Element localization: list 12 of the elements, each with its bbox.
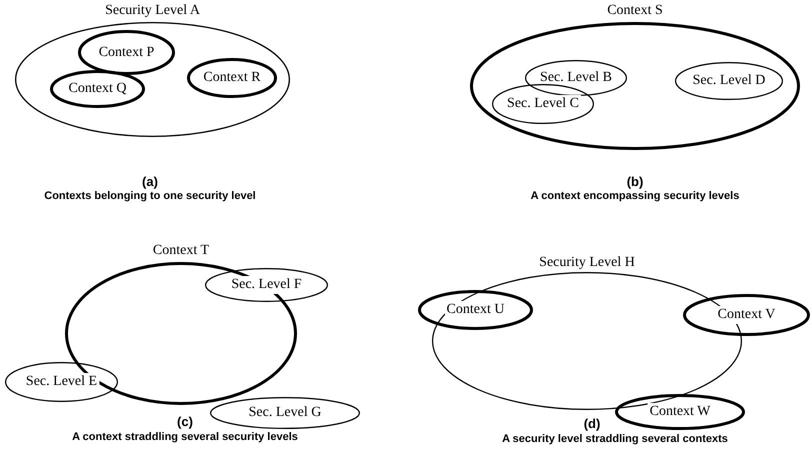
set-title: Security Level A [103,2,202,20]
panel-letter: (d) [584,416,600,431]
panel-letter: (b) [626,174,644,189]
panel-caption: Contexts belonging to one security level [44,190,256,202]
set-title: Security Level H [537,254,637,272]
panel-letter: (c) [177,414,193,429]
panel-caption: A security level straddling several contexts [502,433,728,445]
panel-caption: A context straddling several security levels [72,431,298,443]
panel-caption: A context encompassing security levels [530,190,740,202]
set-label: Context V [716,306,778,324]
panel-letter: (a) [142,174,158,189]
set-label: Sec. Level F [229,276,304,294]
